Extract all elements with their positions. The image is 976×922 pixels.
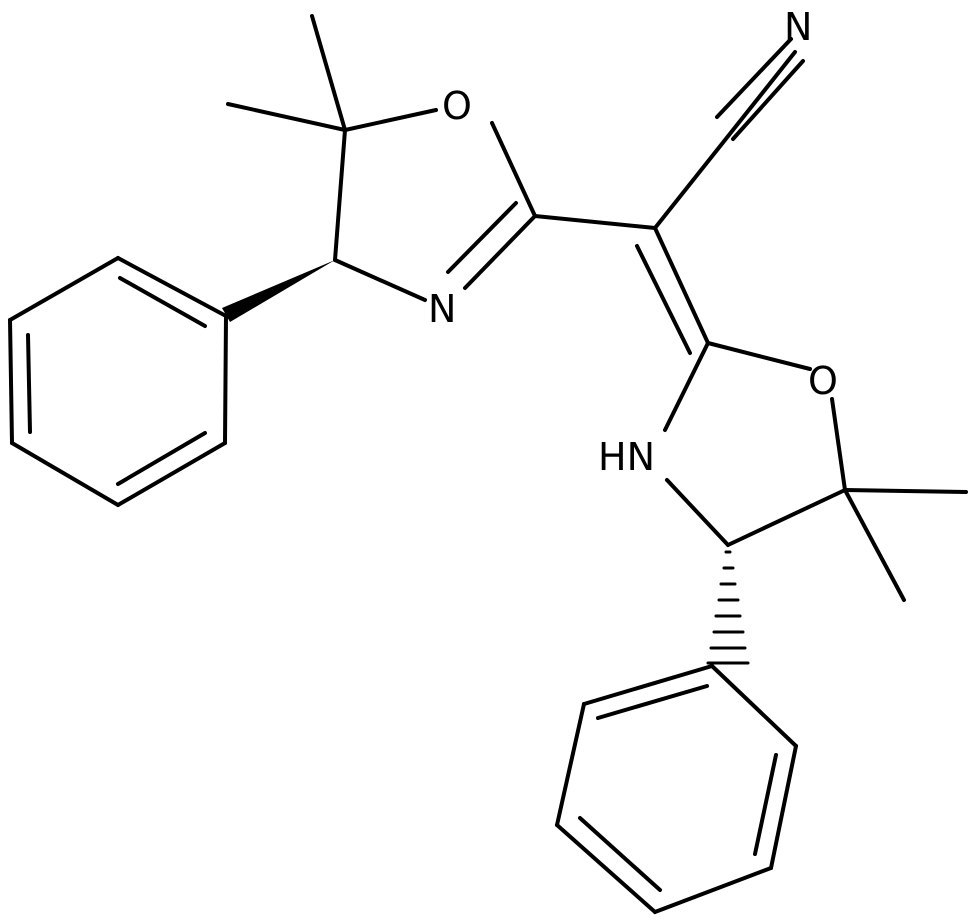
- lower-oxazolidine-ring: [663, 341, 968, 602]
- upper-oxazoline-ring: [226, 14, 537, 302]
- upper-ring-oxygen-label: O: [442, 84, 472, 128]
- lower-hash-bond: [706, 550, 750, 665]
- bond-central-upper: [533, 214, 657, 230]
- upper-wedge-bond: [222, 260, 335, 322]
- lower-ring-oxygen-label: O: [808, 359, 838, 403]
- lower-ring-nh-label: HN: [598, 435, 655, 479]
- nitrile-nitrogen-label: N: [784, 5, 812, 49]
- exocyclic-double-bond: [635, 226, 710, 355]
- nitrile-bond: [653, 37, 805, 230]
- lower-phenyl-ring: [555, 664, 798, 914]
- upper-ring-nitrogen-label: N: [428, 287, 456, 331]
- upper-phenyl-ring: [8, 256, 228, 507]
